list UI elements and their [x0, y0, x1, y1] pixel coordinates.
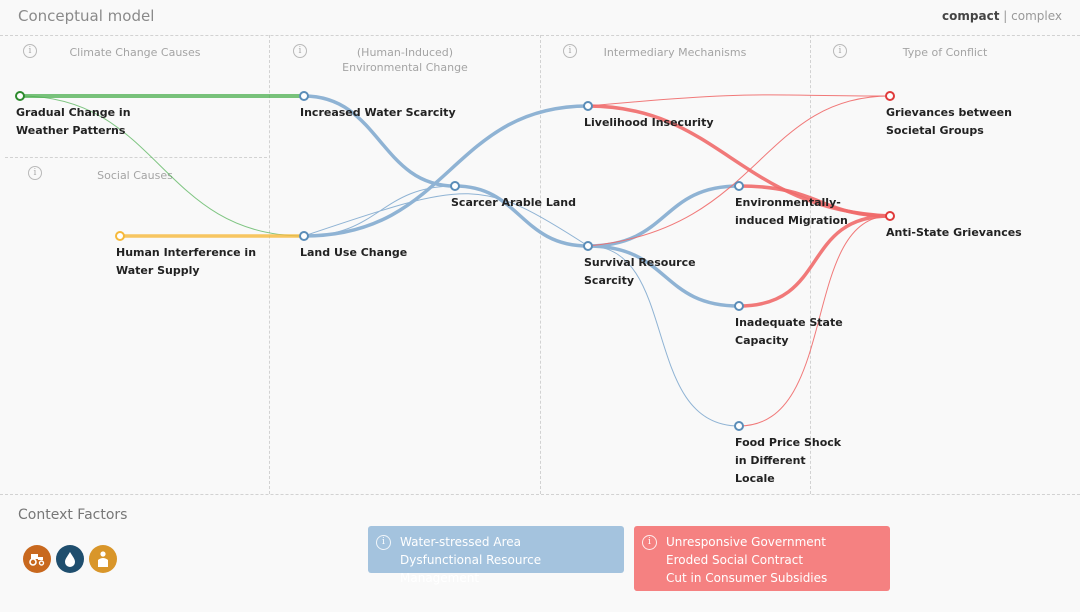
link-state-capacity-to-anti-state	[737, 214, 892, 308]
node-marker-human-interference	[115, 231, 125, 241]
info-icon[interactable]: i	[563, 44, 577, 58]
link-land-use-to-survival-thin	[303, 193, 589, 247]
context-divider	[0, 494, 1080, 495]
link-migration-to-anti-state	[737, 184, 892, 218]
view-separator: |	[1003, 9, 1008, 23]
node-migration[interactable]: Environmentally-induced Migration	[735, 196, 848, 227]
link-scarcer-land-to-survival	[453, 184, 590, 248]
node-marker-food-price	[734, 421, 744, 431]
node-marker-livelihood	[583, 101, 593, 111]
node-marker-increased-water	[299, 91, 309, 101]
node-survival-resource-scarcity[interactable]: Survival Resource Scarcity	[584, 256, 696, 287]
page-title: Conceptual model	[18, 7, 155, 25]
info-icon[interactable]: i	[28, 166, 42, 180]
context-factor: Eroded Social Contract	[666, 553, 804, 567]
column-header: Social Causes	[97, 169, 173, 182]
node-marker-survival	[583, 241, 593, 251]
link-survival-to-state-capacity	[586, 244, 741, 308]
view-toggle: compact | complex	[942, 9, 1062, 23]
flow-diagram	[15, 91, 895, 431]
info-icon[interactable]: i	[293, 44, 307, 58]
link-land-use-to-livelihood	[302, 104, 590, 238]
context-factor: Cut in Consumer Subsidies	[666, 571, 828, 585]
tractor-icon[interactable]	[23, 545, 51, 573]
context-factors-title: Context Factors	[18, 507, 128, 523]
water-drop-icon[interactable]	[56, 545, 84, 573]
tractor-glyph	[29, 554, 45, 566]
column-header: Intermediary Mechanisms	[603, 46, 747, 59]
link-survival-to-grievances	[587, 95, 891, 247]
node-marker-anti-state	[885, 211, 895, 221]
link-survival-to-migration	[586, 184, 741, 248]
view-compact-link[interactable]: compact	[942, 9, 1000, 23]
view-complex-link[interactable]: complex	[1011, 9, 1062, 23]
people-glyph	[98, 551, 108, 567]
node-livelihood-insecurity[interactable]: Livelihood Insecurity	[584, 116, 714, 129]
node-increased-water-scarcity[interactable]: Increased Water Scarcity	[300, 106, 456, 119]
context-factor: Unresponsive Government	[666, 535, 826, 549]
link-water-scarcity-to-scarcer-land	[302, 94, 457, 188]
info-icon[interactable]: i	[23, 44, 37, 58]
node-gradual-change[interactable]: Gradual Change in Weather Patterns	[16, 106, 131, 137]
column-header: (Human-Induced) Environmental Change	[342, 46, 468, 74]
node-land-use-change[interactable]: Land Use Change	[300, 246, 408, 259]
link-survival-to-food-price	[587, 245, 740, 427]
info-icon[interactable]: i	[833, 44, 847, 58]
context-factor: Water-stressed Area	[400, 535, 521, 549]
node-anti-state-grievances[interactable]: Anti-State Grievances	[886, 226, 1022, 239]
social-divider	[5, 157, 267, 158]
column-header: Type of Conflict	[902, 46, 988, 59]
node-marker-state-capacity	[734, 301, 744, 311]
node-marker-migration	[734, 181, 744, 191]
context-conflict-box[interactable]: i Unresponsive Government Eroded Social …	[634, 526, 890, 591]
node-marker-scarcer-land	[450, 181, 460, 191]
node-human-interference[interactable]: Human Interference in Water Supply	[116, 246, 257, 277]
info-icon[interactable]: i	[642, 535, 657, 550]
link-livelihood-to-grievances	[587, 94, 891, 107]
node-marker-land-use	[299, 231, 309, 241]
info-icon[interactable]: i	[376, 535, 391, 550]
column-header: Climate Change Causes	[69, 46, 201, 59]
context-environment-box[interactable]: i Water-stressed Area Dysfunctional Reso…	[368, 526, 624, 585]
node-grievances-groups[interactable]: Grievances between Societal Groups	[886, 106, 1012, 137]
column-divider	[269, 35, 270, 494]
column-divider	[540, 35, 541, 494]
link-food-price-to-anti-state	[738, 215, 891, 427]
context-factor: Dysfunctional Resource Management	[400, 553, 542, 585]
people-icon[interactable]	[89, 545, 117, 573]
node-marker-grievances	[885, 91, 895, 101]
node-marker-gradual-change	[15, 91, 25, 101]
drop-glyph	[65, 552, 75, 567]
node-food-price-shock[interactable]: Food Price Shock in Different Locale	[735, 436, 842, 485]
link-gradual-to-land-use	[19, 95, 305, 237]
node-scarcer-arable-land[interactable]: Scarcer Arable Land	[451, 196, 576, 209]
node-state-capacity[interactable]: Inadequate State Capacity	[735, 316, 843, 347]
